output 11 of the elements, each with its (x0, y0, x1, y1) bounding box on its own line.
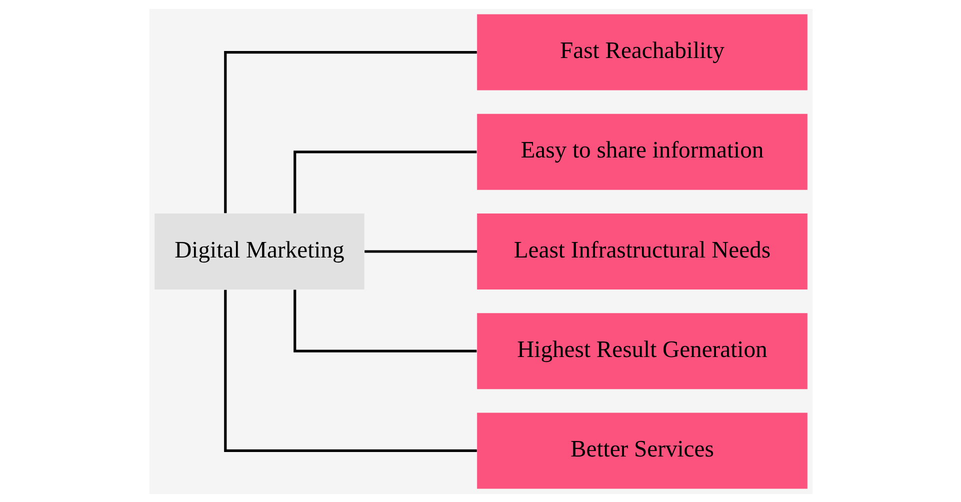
node-box: Digital Marketing (154, 212, 364, 290)
connector (224, 50, 476, 213)
node-box: Highest Result Generation (476, 312, 807, 389)
node-box: Fast Reachability (476, 14, 807, 90)
connector (293, 150, 476, 213)
connector (364, 250, 476, 252)
node-box: Easy to share information (476, 113, 807, 190)
connector (224, 289, 476, 452)
connector (293, 289, 476, 352)
node-box: Better Services (476, 412, 807, 488)
node-box: Least Infrastructural Needs (476, 212, 807, 290)
